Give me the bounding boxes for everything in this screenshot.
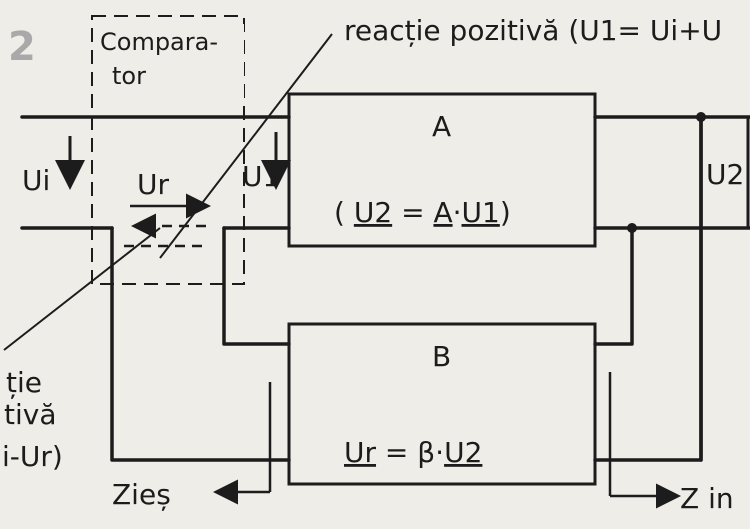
comparator-label-mask: [96, 24, 244, 102]
negative-feedback-line2: tivă: [4, 398, 57, 431]
figure-number: 2: [8, 24, 36, 70]
block-b: [287, 322, 597, 486]
positive-feedback-pointer: [159, 33, 333, 259]
comparator-label-line1: Compara-: [100, 28, 218, 56]
circuit-wires: [20, 115, 750, 462]
negative-feedback-line3: i-Ur): [2, 440, 63, 473]
block-a-formula: ( U2 = A·U1): [334, 196, 511, 229]
comparator-label-line2: tor: [112, 62, 146, 90]
block-a-name: A: [432, 110, 451, 143]
negative-feedback-pointer: [3, 227, 161, 351]
junction-dot-mid: [627, 223, 637, 233]
block-b-formula: Ur = β·U2: [344, 436, 482, 469]
zies-label: Zieș: [112, 478, 171, 511]
zin-label: Z in: [680, 482, 734, 515]
u2-label: U2: [706, 158, 744, 191]
ur-label: Ur: [137, 168, 169, 201]
junction-dot-top: [696, 112, 706, 122]
positive-feedback-label: reacție pozitivă (U1= Ui+U: [344, 14, 722, 47]
ui-label: Ui: [22, 164, 50, 197]
negative-feedback-line1: ție: [6, 366, 42, 399]
block-b-name: B: [432, 340, 451, 373]
